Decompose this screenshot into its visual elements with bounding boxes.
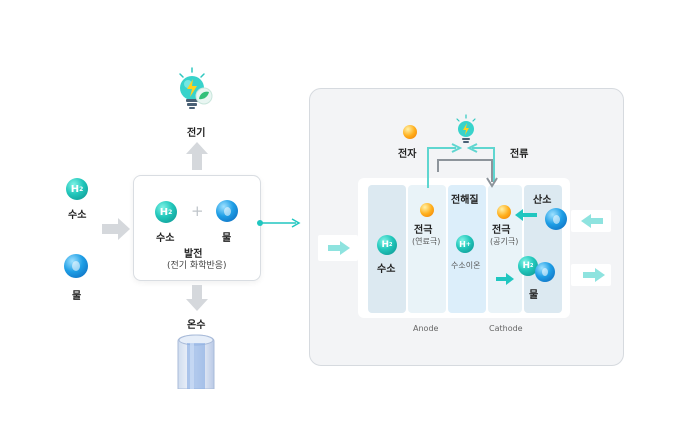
water-internal-arrow	[496, 273, 514, 285]
generator-hydrogen-label: 수소	[156, 233, 175, 244]
lightbulb-icon	[179, 67, 213, 109]
hot-water-label: 온수	[187, 320, 206, 331]
oxygen-internal-arrow	[515, 209, 537, 221]
leaf-icon	[199, 91, 209, 100]
electron-label: 전자	[398, 149, 417, 160]
oxygen-inlet-arrow	[581, 214, 603, 228]
current-label: 전류	[510, 149, 529, 160]
hydrogen-inlet-arrow	[328, 241, 350, 255]
electron-icon	[497, 205, 511, 219]
up-arrow	[186, 142, 208, 170]
electrolyte-label: 전해질	[451, 195, 479, 206]
cathode-label: Cathode	[489, 324, 523, 333]
cell-water-label: 물	[529, 290, 539, 301]
oxygen-molecule-icon	[545, 208, 567, 230]
electron-icon	[420, 203, 434, 217]
generator-subtitle: (전기 화학반응)	[167, 261, 227, 271]
oxygen-label: 산소	[533, 195, 552, 206]
oxygen-molecule-icon	[535, 262, 555, 282]
anode-electrode-label: 전극	[414, 225, 433, 236]
cathode-column	[524, 185, 562, 313]
hydrogen-label: 수소	[68, 210, 87, 221]
cathode-electrode-sublabel: (공기극)	[490, 237, 519, 246]
input-arrow	[102, 218, 130, 240]
electricity-label: 전기	[187, 128, 206, 139]
anode-electrode-sublabel: (연료극)	[412, 237, 441, 246]
water-molecule-icon	[216, 200, 238, 222]
generator-title: 발전	[184, 249, 203, 260]
hydrogen-ion-label: 수소이온	[451, 261, 481, 270]
water-outlet-arrow	[583, 268, 605, 282]
generator-water-label: 물	[222, 233, 232, 244]
cell-hydrogen-label: 수소	[377, 264, 396, 275]
water-label: 물	[72, 291, 82, 302]
water-molecule-icon	[64, 254, 88, 278]
connector-arrow	[257, 218, 301, 228]
plus-sign: +	[191, 202, 204, 220]
circuit-wire	[427, 143, 498, 188]
hydrogen-ion-icon: H+	[456, 235, 474, 253]
electron-icon	[403, 125, 417, 139]
down-arrow	[186, 285, 208, 311]
generator-box	[133, 175, 261, 281]
water-tank-icon	[177, 334, 215, 389]
cathode-electrode-label: 전극	[492, 225, 511, 236]
anode-label: Anode	[413, 324, 439, 333]
lightbulb-icon	[456, 114, 476, 143]
